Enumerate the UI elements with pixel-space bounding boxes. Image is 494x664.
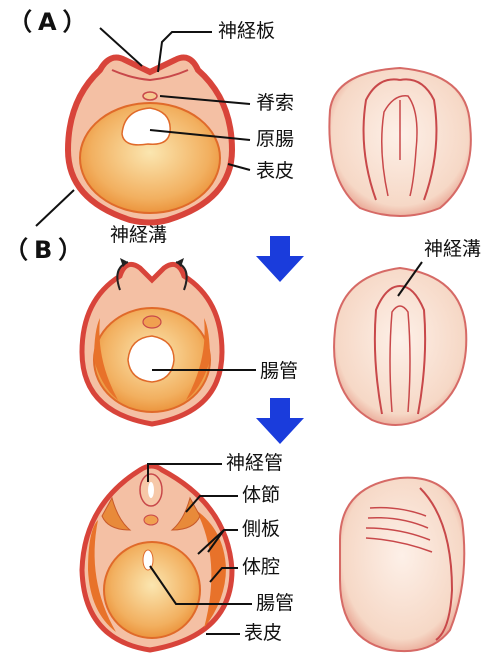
label-gut-tube-1: 腸管 [260, 362, 298, 381]
label-archenteron: 原腸 [256, 130, 294, 149]
cross-section-neural-tube-stage [82, 466, 232, 650]
label-epidermis-1: 表皮 [256, 162, 294, 181]
leader-marker-b [36, 190, 74, 226]
notochord [143, 92, 157, 100]
label-somite: 体節 [242, 486, 280, 505]
marker-b: （B） [4, 238, 88, 262]
label-coelom: 体腔 [242, 558, 280, 577]
label-notochord: 脊索 [256, 94, 294, 113]
label-gut-tube-2: 腸管 [256, 594, 294, 613]
label-neural-groove-2: 神経溝 [424, 240, 481, 259]
gut-cavity-2 [128, 336, 174, 382]
down-arrow-icon [256, 236, 304, 282]
label-neural-tube: 神経管 [226, 454, 283, 473]
neural-tube-lumen [148, 482, 154, 498]
label-epidermis-2: 表皮 [244, 624, 282, 643]
notochord-2 [143, 316, 161, 328]
surface-view-stage-3 [340, 478, 464, 651]
label-neural-plate: 神経板 [218, 22, 275, 41]
marker-a: （A） [8, 10, 93, 34]
cross-section-neural-groove-stage [82, 258, 222, 424]
surface-view-stage-1 [329, 68, 470, 216]
down-arrow-icon [256, 398, 304, 444]
notochord-3 [144, 515, 158, 525]
label-neural-groove-1: 神経溝 [110, 226, 167, 245]
cross-section-neural-plate-stage [68, 58, 232, 223]
label-lateral-plate: 側板 [242, 520, 280, 539]
